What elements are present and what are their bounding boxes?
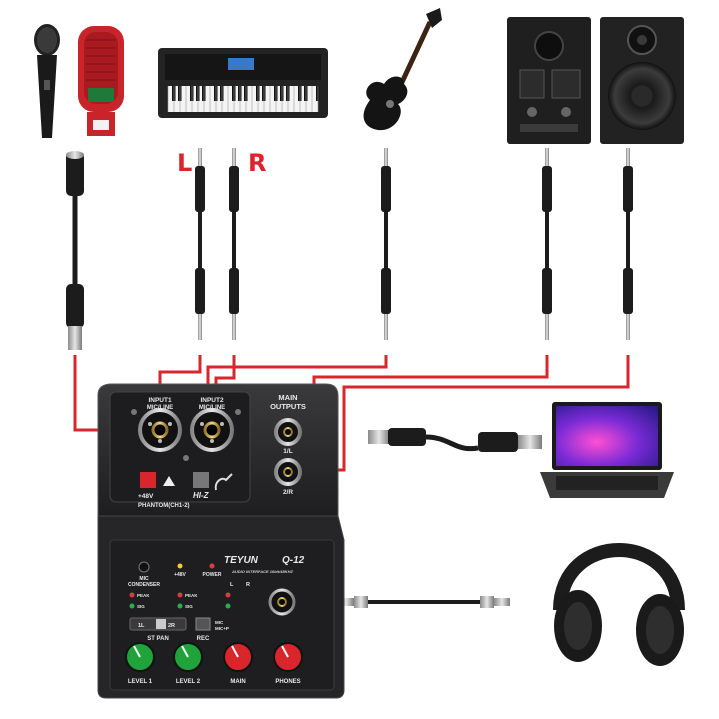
- jack-cable-icon: [381, 148, 391, 340]
- st-pan-label: ST PAN: [147, 636, 169, 642]
- jack-cables: [195, 148, 633, 340]
- jack-cable-icon: [623, 148, 633, 340]
- led-power-label: POWER: [203, 572, 222, 578]
- left-channel-label: L: [177, 149, 192, 177]
- output-1l-jack[interactable]: [274, 418, 302, 446]
- right-channel-label: R: [248, 149, 266, 177]
- level1-label: LEVEL 1: [128, 679, 153, 685]
- studio-monitor-back-icon: [507, 17, 591, 144]
- sig-2-label: SIG: [185, 604, 193, 609]
- subtitle-label: AUDIO INTERFACE 16bit/48KHZ: [231, 569, 293, 574]
- channel-leds: [129, 592, 231, 609]
- phantom-label: PHANTOM(CH1-2): [138, 503, 190, 509]
- level1-knob[interactable]: [125, 642, 155, 672]
- headphones-icon: [553, 543, 685, 666]
- input2-combo-jack[interactable]: [190, 408, 234, 452]
- rec-switch[interactable]: [195, 617, 211, 631]
- brand-label: TEYUN: [224, 555, 259, 566]
- pan-1l-label: 1L: [138, 623, 145, 629]
- level2-label: LEVEL 2: [176, 679, 201, 685]
- rec-mic-label: MIC: [215, 620, 224, 625]
- hiz-switch[interactable]: [193, 472, 209, 488]
- xlr-cable-icon: [66, 151, 84, 350]
- st-r-label: R: [246, 582, 250, 588]
- main-outputs-label-1: MAIN: [278, 393, 297, 402]
- jack-cable-icon: [229, 148, 239, 340]
- peak-2-label: PEAK: [185, 593, 198, 598]
- headphone-cable-icon: [338, 596, 510, 608]
- pan-2r-label: 2R: [168, 623, 175, 629]
- main-outputs-label-2: OUTPUTS: [270, 402, 306, 411]
- phantom-power-switch[interactable]: [140, 472, 156, 488]
- main-knob[interactable]: [223, 642, 253, 672]
- led-48v-label: +48V: [174, 572, 186, 578]
- model-label: Q-12: [282, 555, 305, 566]
- warning-icon: [163, 476, 175, 486]
- phantom-led: [177, 563, 183, 569]
- dynamic-microphone-icon: [34, 24, 60, 138]
- output-2r-jack[interactable]: [274, 458, 302, 486]
- st-l-label: L: [230, 582, 234, 588]
- out-1l-label: 1/L: [283, 448, 292, 455]
- rec-label: REC: [197, 636, 210, 642]
- rec-micp-label: MIC+P: [215, 626, 229, 631]
- level2-knob[interactable]: [173, 642, 203, 672]
- phones-knob[interactable]: [273, 642, 303, 672]
- mic-condenser-label-1: MIC: [139, 576, 149, 582]
- input2-label: INPUT2: [200, 397, 224, 404]
- input1-sub-label: MIC/LINE: [147, 405, 173, 411]
- condenser-microphone-icon: [78, 26, 124, 136]
- keyboard-icon: [158, 48, 328, 118]
- phones-label: PHONES: [275, 679, 300, 685]
- mic-condenser-label-2: CONDENSER: [128, 582, 160, 588]
- usb-cable-icon: [368, 428, 542, 452]
- phantom-48v-label: +48V: [138, 493, 154, 500]
- input1-combo-jack[interactable]: [138, 408, 182, 452]
- electric-guitar-icon: [363, 8, 442, 131]
- phones-jack[interactable]: [268, 588, 296, 616]
- jack-cable-icon: [542, 148, 552, 340]
- studio-monitor-front-icon: [600, 17, 684, 144]
- input1-label: INPUT1: [148, 397, 172, 404]
- power-led: [209, 563, 215, 569]
- laptop-icon: [540, 402, 674, 498]
- out-2r-label: 2/R: [283, 489, 293, 496]
- jack-cable-icon: [195, 148, 205, 340]
- mic-condenser-jack[interactable]: [138, 561, 150, 573]
- guitar-small-icon: [214, 473, 233, 491]
- peak-1-label: PEAK: [137, 593, 150, 598]
- main-label: MAIN: [230, 679, 245, 685]
- hiz-label: HI-Z: [193, 491, 210, 500]
- sig-1-label: SIG: [137, 604, 145, 609]
- input2-sub-label: MIC/LINE: [199, 405, 225, 411]
